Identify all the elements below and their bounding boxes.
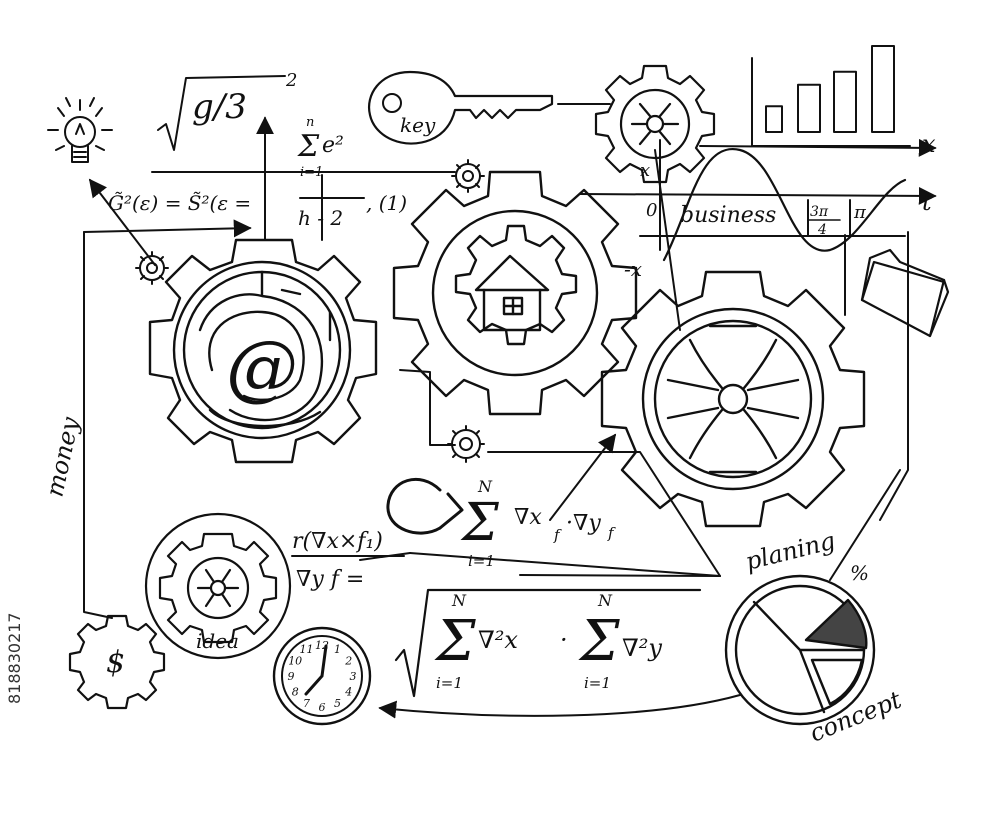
svg-text:Σ: Σ	[297, 129, 320, 164]
idea-label: idea	[196, 629, 239, 653]
svg-text:i=1: i=1	[436, 674, 463, 692]
concept-label: concept	[806, 686, 906, 748]
bar	[765, 105, 783, 133]
svg-text:f: f	[607, 524, 616, 542]
dollar-gear-icon	[68, 614, 166, 710]
clock-number: 9	[288, 670, 295, 683]
sum-gradient-formula: N Σ i=1 ∇x f ·∇y f	[460, 477, 616, 570]
svg-text:g/3: g/3	[192, 87, 247, 127]
clock-number: 6	[319, 701, 326, 714]
svg-text:N: N	[477, 477, 493, 496]
clock-number: 4	[344, 686, 352, 699]
idea-gear-icon	[144, 512, 292, 660]
clock-number: 3	[350, 670, 357, 683]
svg-text:t: t	[922, 188, 932, 216]
svg-text:x: x	[640, 160, 650, 181]
svg-text:·∇y: ·∇y	[566, 511, 601, 536]
small-gear-icon	[135, 251, 169, 285]
svg-text:business: business	[680, 203, 776, 228]
clock-number: 11	[300, 643, 314, 656]
clock-number: 8	[292, 686, 299, 699]
clock-number: 12	[315, 639, 329, 652]
svg-text:Σ: Σ	[434, 609, 476, 674]
svg-text:key: key	[400, 113, 436, 137]
svg-text:G̃²(ε) = S̃²(ε =: G̃²(ε) = S̃²(ε =	[108, 191, 251, 215]
equation-1: G̃²(ε) = S̃²(ε = h - 2 , (1)	[108, 191, 407, 230]
svg-text:i=1: i=1	[468, 552, 495, 570]
svg-text:n: n	[306, 115, 314, 130]
svg-text:h - 2: h - 2	[298, 206, 343, 230]
wheel-gear-icon	[600, 270, 866, 528]
bar-chart	[751, 45, 911, 147]
gradient-formula: r(∇x×f₁) ∇y f =	[291, 529, 405, 592]
svg-text:0: 0	[646, 200, 657, 221]
sqrt-formula: g/3 2	[157, 70, 297, 151]
svg-text:∇x: ∇x	[514, 505, 542, 530]
house-icon	[474, 254, 550, 332]
folder-icon	[860, 248, 950, 338]
svg-text:i=1: i=1	[300, 165, 323, 180]
clock-number: 5	[334, 697, 341, 710]
svg-text:i=1: i=1	[584, 674, 611, 692]
svg-text:3π: 3π	[810, 204, 829, 220]
svg-text:e²: e²	[322, 133, 344, 158]
axes-graph: x x -x t 0 business 3π 4 π	[579, 130, 937, 281]
svg-text:x: x	[922, 130, 936, 158]
connector-lines	[83, 103, 909, 719]
rotate-arrow-icon	[386, 477, 464, 535]
clock-number: 2	[344, 655, 352, 668]
money-label: money	[40, 414, 84, 499]
svg-text:Σ: Σ	[460, 493, 499, 553]
svg-text:N: N	[451, 591, 467, 610]
svg-text:N: N	[597, 591, 613, 610]
dollar-icon: $	[106, 645, 125, 680]
bar	[871, 45, 895, 133]
sum-e2-formula: n Σ e² i=1	[297, 115, 344, 180]
bar	[797, 83, 821, 133]
at-symbol: @	[226, 325, 298, 409]
clock-number: 10	[288, 655, 302, 668]
svg-text:@: @	[226, 325, 298, 409]
svg-text:π: π	[853, 202, 867, 223]
svg-text:r(∇x×f₁): r(∇x×f₁)	[292, 529, 383, 554]
gear-icon	[594, 64, 716, 184]
svg-text:-x: -x	[624, 257, 642, 281]
clock-number: 7	[303, 697, 310, 710]
small-gear-icon	[447, 425, 485, 463]
bar	[833, 70, 857, 134]
svg-text:∇²x: ∇²x	[478, 626, 518, 654]
maze-gear-icon	[148, 238, 378, 464]
root-sum-formula: N Σ i=1 ∇²x · N Σ i=1 ∇²y	[394, 588, 702, 698]
stock-image-id: 818830217	[5, 612, 24, 704]
key-icon: key	[367, 70, 554, 145]
svg-text:∇y f =: ∇y f =	[296, 567, 364, 592]
svg-text:4: 4	[817, 222, 827, 238]
svg-text:∇²y: ∇²y	[622, 634, 662, 662]
planing-label: planing	[743, 527, 838, 576]
pie-chart-icon	[724, 574, 876, 726]
svg-text:Σ: Σ	[578, 609, 620, 674]
svg-text:·: ·	[560, 626, 568, 654]
svg-text:, (1): , (1)	[366, 191, 407, 215]
svg-text:2: 2	[285, 70, 297, 91]
lightbulb-icon	[47, 97, 113, 163]
svg-text:f: f	[553, 526, 562, 544]
clock-number: 1	[334, 643, 341, 656]
house-gear-icon	[392, 170, 638, 416]
percent-label: %	[850, 561, 869, 585]
small-gear-icon	[451, 159, 485, 193]
